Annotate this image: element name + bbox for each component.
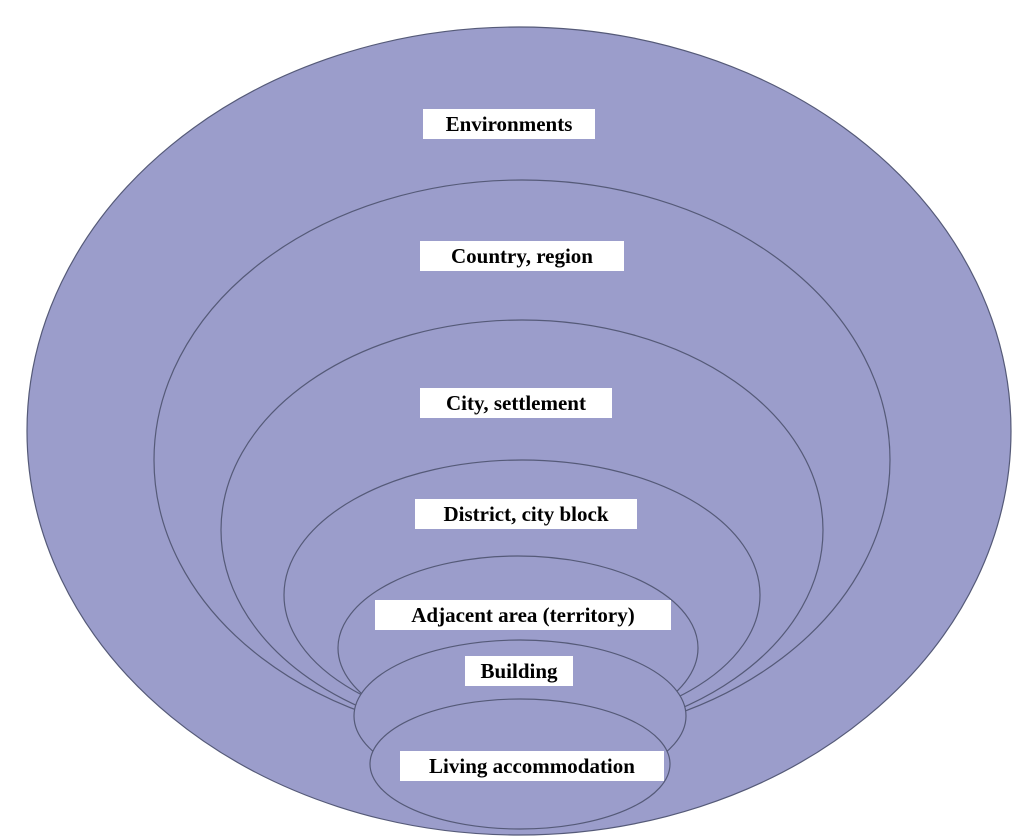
label-city-settlement: City, settlement: [420, 388, 612, 418]
label-building: Building: [465, 656, 573, 686]
label-country-region: Country, region: [420, 241, 624, 271]
label-living-accommodation: Living accommodation: [400, 751, 664, 781]
label-environments: Environments: [423, 109, 595, 139]
label-adjacent-area: Adjacent area (territory): [375, 600, 671, 630]
label-district-city-block: District, city block: [415, 499, 637, 529]
